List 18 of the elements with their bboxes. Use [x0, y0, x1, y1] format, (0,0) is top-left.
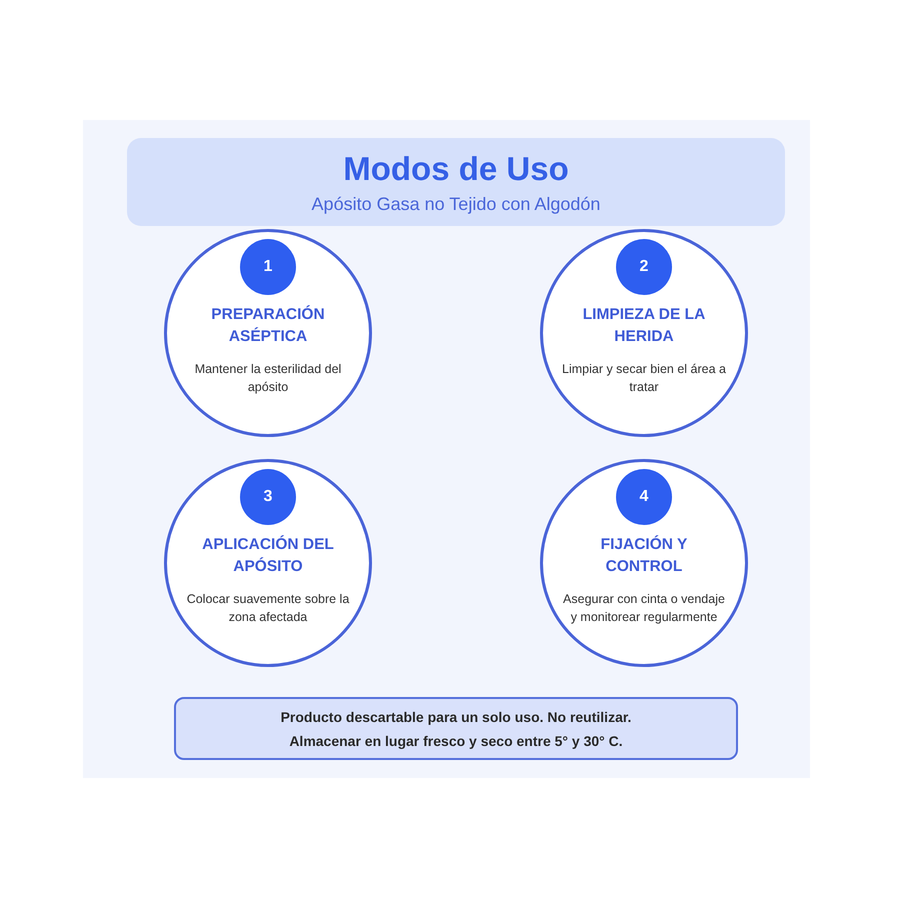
header-band — [127, 138, 785, 226]
step-description: Mantener la esterilidad del apósito — [194, 361, 342, 396]
note-text: Almacenar en lugar fresco y seco entre 5° y 30° C. — [289, 732, 623, 751]
page-title: Modos de Uso — [343, 150, 569, 188]
step-heading: LIMPIEZA DE LA HERIDA — [582, 305, 706, 347]
step-number-badge: 2 — [616, 239, 672, 295]
step-heading: APLICACIÓN DEL APÓSITO — [201, 534, 335, 577]
note-text: Producto descartable para un solo uso. No reutilizar. — [280, 708, 632, 727]
step-description: Limpiar y secar bien el área a tratar — [561, 361, 727, 396]
step-number-badge: 1 — [240, 239, 296, 295]
step-number-badge: 3 — [240, 469, 296, 525]
subtitle: Apósito Gasa no Tejido con Algodón — [312, 194, 600, 214]
step-description: Asegurar con cinta o vendaje y monitorear regularmente — [562, 591, 726, 626]
note-box — [174, 697, 738, 760]
step-number-badge: 4 — [616, 469, 672, 525]
step-description: Colocar suavemente sobre la zona afectada — [186, 591, 350, 626]
step-heading: PREPARACIÓN ASÉPTICA — [210, 304, 326, 347]
step-heading: FIJACIÓN Y CONTROL — [600, 534, 688, 577]
